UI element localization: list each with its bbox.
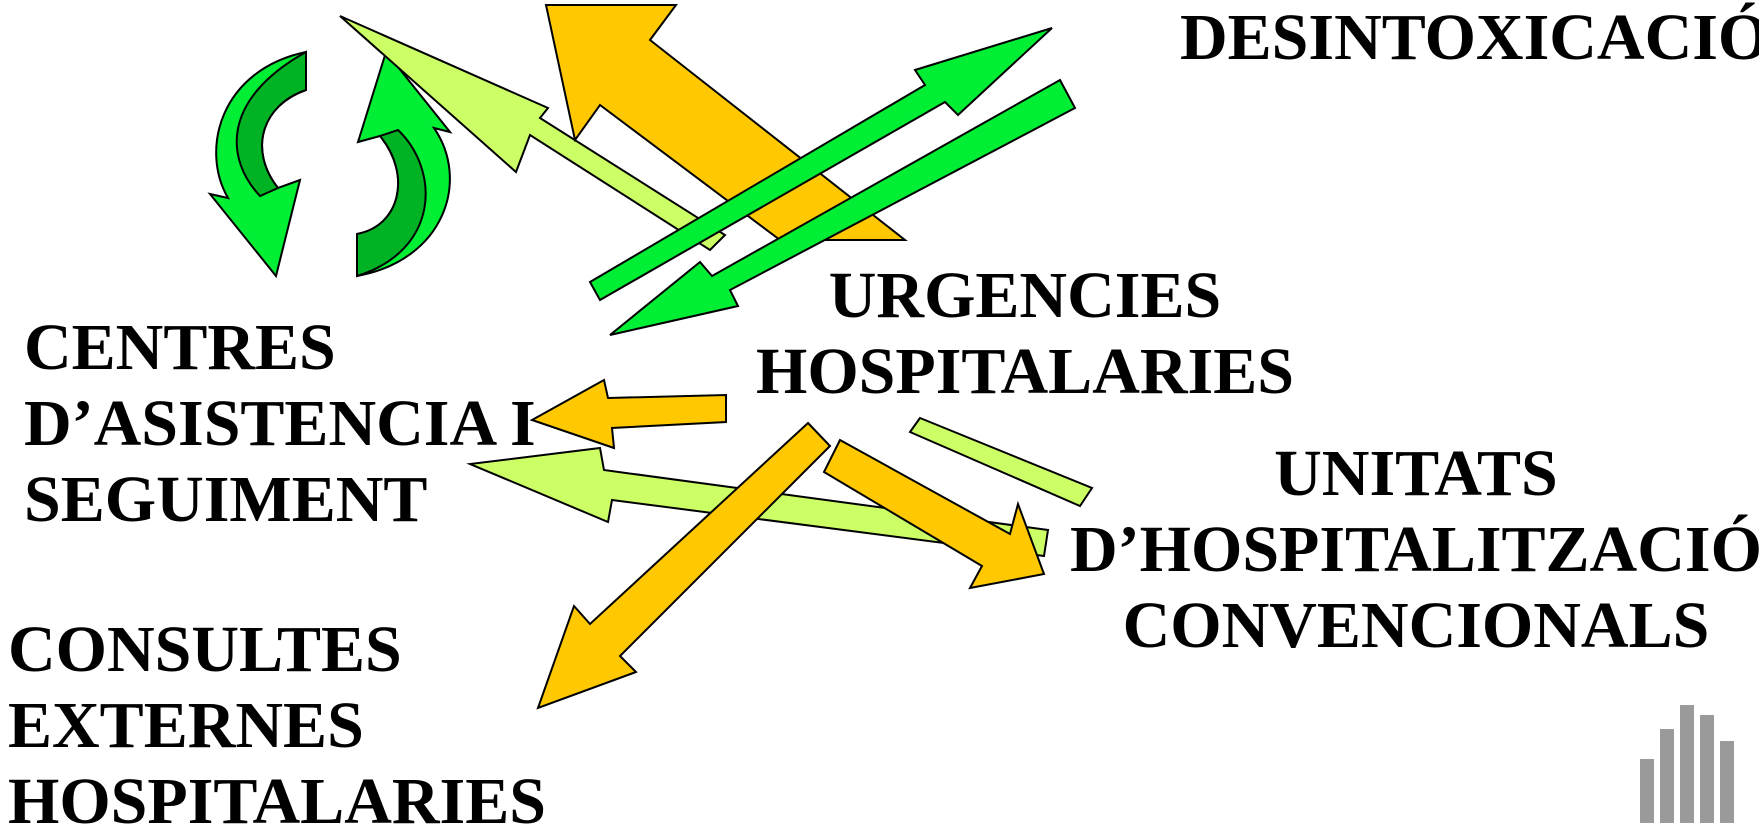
label-centres: CENTRES D’ASISTENCIA I SEGUIMENT: [24, 310, 536, 538]
label-consultes-line3: HOSPITALARIES: [8, 765, 546, 838]
label-consultes: CONSULTES EXTERNES HOSPITALARIES: [8, 612, 546, 840]
label-unitats-line2: D’HOSPITALITZACIÓ: [1070, 513, 1759, 586]
label-centres-line2: D’ASISTENCIA I: [24, 387, 536, 460]
label-unitats-line3: CONVENCIONALS: [1122, 589, 1710, 662]
arrow-green-to-urgencies: [609, 78, 1077, 336]
arrow-light-green-to-cycle: [339, 15, 727, 252]
flow-diagram: [207, 4, 1094, 710]
arrow-orange-to-desintoxicacio: [544, 4, 908, 241]
cycle-arrow-left-side: [235, 50, 307, 198]
label-centres-line3: SEGUIMENT: [24, 463, 428, 536]
label-desintoxicacio: DESINTOXICACIÓ: [1180, 0, 1759, 76]
cycle-arrow-right-side: [356, 128, 427, 278]
arrow-orange-to-consultes: [536, 421, 832, 710]
label-urgencies: URGENCIES HOSPITALARIES: [756, 258, 1294, 410]
label-unitats-line1: UNITATS: [1274, 437, 1558, 510]
label-centres-line1: CENTRES: [24, 311, 336, 384]
label-consultes-line1: CONSULTES: [8, 613, 402, 686]
arrow-orange-to-centres: [529, 378, 727, 450]
label-desintoxicacio-text: DESINTOXICACIÓ: [1180, 1, 1759, 74]
building-logo-icon: [1640, 705, 1734, 823]
cycle-arrows-icon: [207, 49, 453, 279]
arrow-green-to-desintoxicacio: [588, 27, 1053, 302]
arrow-light-green-to-unitats: [908, 416, 1094, 508]
label-consultes-line2: EXTERNES: [8, 689, 364, 762]
label-urgencies-line2: HOSPITALARIES: [756, 335, 1294, 408]
label-urgencies-line1: URGENCIES: [828, 259, 1222, 332]
label-unitats: UNITATS D’HOSPITALITZACIÓ CONVENCIONALS: [1070, 436, 1759, 664]
arrow-orange-to-unitats: [822, 438, 1046, 590]
